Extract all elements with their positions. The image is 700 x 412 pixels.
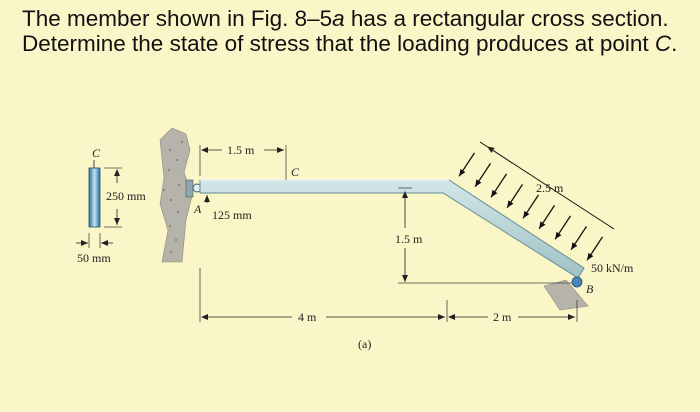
dim-vertical-drop-label: 1.5 m [395, 232, 423, 246]
dim-2m-label: 2 m [493, 310, 512, 324]
wall-hatch [159, 127, 193, 263]
problem-text-2: has a rectangular cross section. Determi… [22, 6, 669, 56]
figure-letter: a [332, 6, 345, 31]
load-arrow [570, 226, 588, 251]
load-arrow [490, 173, 508, 198]
load-arrow [474, 163, 492, 188]
problem-text-3: . [671, 31, 678, 56]
load-arrow [458, 152, 476, 177]
figure-caption: (a) [358, 337, 371, 351]
section-point-c-label: C [92, 146, 101, 160]
dim-horizontal: 4 m 2 m [199, 268, 578, 324]
problem-text-1: The member shown in Fig. 8–5 [22, 6, 333, 31]
dim-125mm-label: 125 mm [212, 208, 252, 222]
support-a-label: A [193, 202, 202, 216]
section-rectangle [88, 167, 101, 228]
section-width-label: 50 mm [77, 251, 111, 265]
problem-point: C [654, 31, 672, 56]
load-arrow [522, 194, 540, 219]
wall-support: A [159, 127, 202, 263]
section-height-label: 250 mm [106, 189, 146, 203]
load-arrow [586, 236, 604, 261]
incline-length-dim: 2.5 m [487, 146, 564, 195]
support-b-label: B [586, 282, 594, 296]
beam [199, 179, 585, 279]
pin-bracket [185, 179, 194, 198]
incline-length-label: 2.5 m [536, 181, 564, 195]
roller-b-icon [571, 276, 583, 288]
dim-vertical-drop: 1.5 m [395, 187, 572, 284]
load-arrow [538, 205, 556, 230]
load-arrow [506, 184, 524, 209]
support-b: B [543, 276, 594, 311]
load-arrow [554, 215, 572, 240]
problem-statement: The member shown in Fig. 8–5a has a rect… [22, 6, 692, 56]
dim-125mm: 125 mm [204, 195, 252, 222]
beam-body [199, 179, 585, 279]
dim-a-to-c-label: 1.5 m [227, 143, 255, 157]
cross-section: C 250 mm 50 mm [76, 146, 146, 265]
dim-a-to-c: 1.5 m C [199, 143, 300, 180]
point-c-label: C [291, 165, 300, 179]
dim-4m-label: 4 m [298, 310, 317, 324]
distributed-load-label: 50 kN/m [591, 261, 634, 275]
